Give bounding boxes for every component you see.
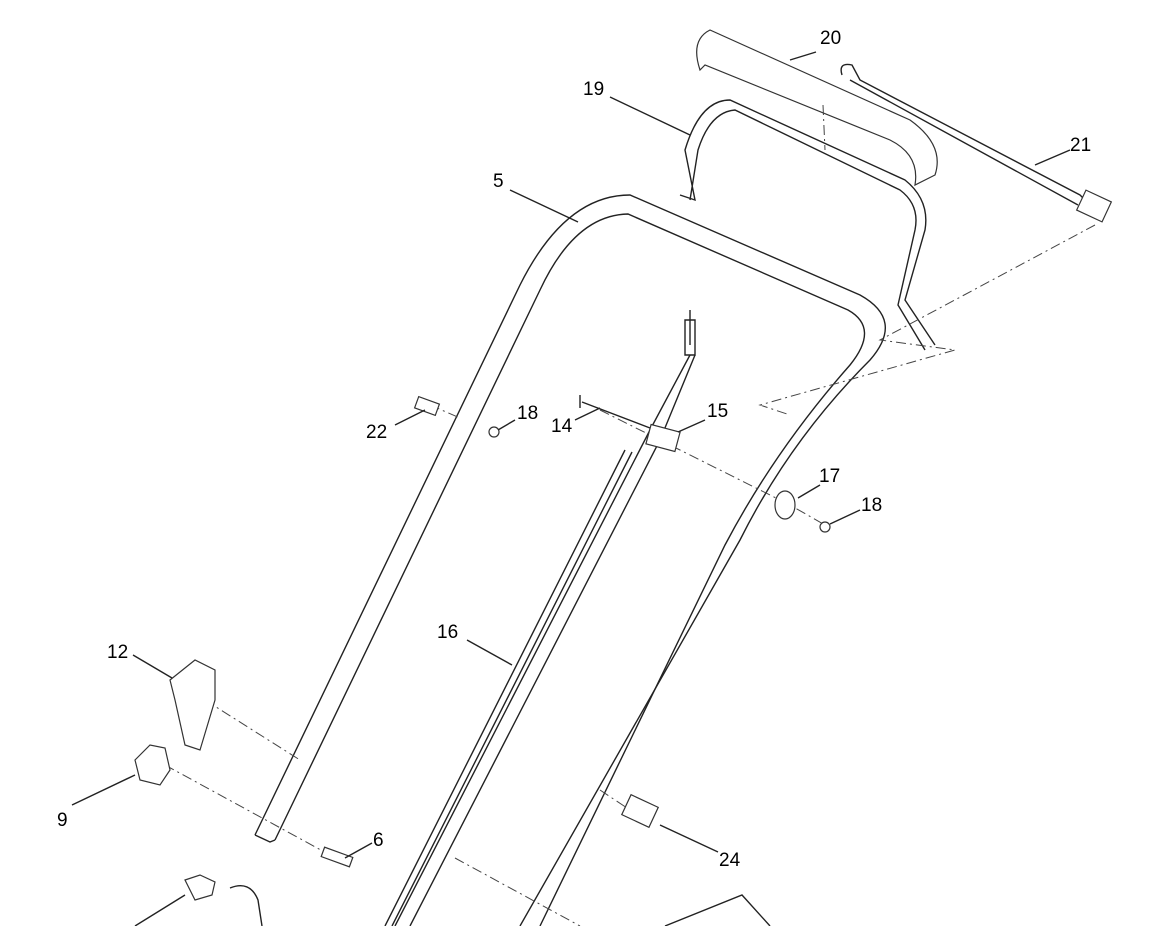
callout-6: 6 (373, 830, 384, 851)
callout-18b: 18 (861, 495, 883, 516)
callout-9: 9 (57, 810, 68, 831)
upper-handle (254, 194, 886, 926)
callout-22: 22 (366, 422, 388, 443)
cable-clip (1075, 189, 1113, 223)
callout-19: 19 (583, 79, 605, 100)
callout-16: 16 (437, 622, 459, 643)
callout-17: 17 (819, 466, 841, 487)
bail-wire (679, 99, 936, 351)
callout-12: 12 (107, 642, 129, 663)
callout-21: 21 (1070, 135, 1092, 156)
callout-5: 5 (493, 171, 504, 192)
callout-24: 24 (719, 850, 741, 871)
callout-14: 14 (551, 416, 573, 437)
callout-18: 18 (517, 403, 539, 424)
leader-lines (71, 51, 1071, 926)
callout-20: 20 (820, 28, 842, 49)
small-parts (134, 395, 831, 926)
control-cable-rod (840, 63, 1096, 211)
callout-15: 15 (707, 401, 729, 422)
handle-grip (696, 29, 938, 187)
